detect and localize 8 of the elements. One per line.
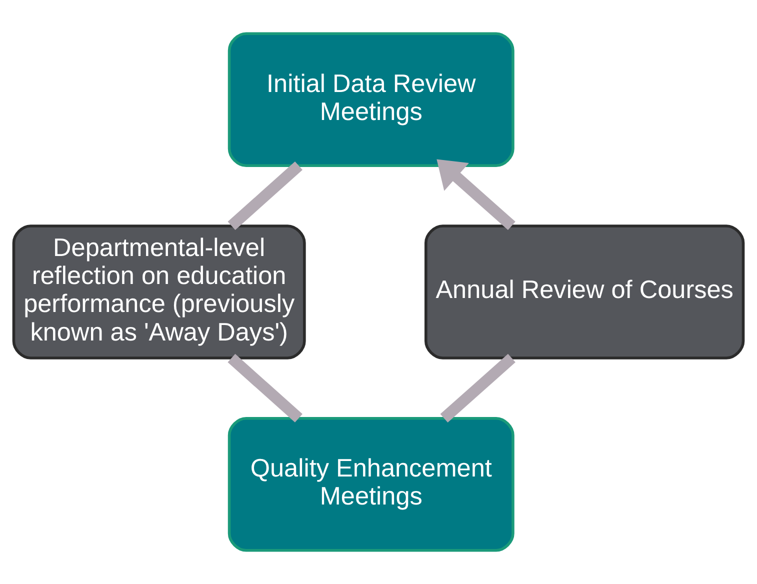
- node-box: Quality Enhancement Meetings: [228, 416, 514, 552]
- connector: [228, 162, 302, 230]
- node-box: Departmental-level reflection on education performance (previously known as 'Away Days'): [12, 224, 306, 360]
- connector: [228, 354, 302, 422]
- connector: [440, 354, 516, 422]
- node-box: Initial Data Review Meetings: [228, 32, 514, 168]
- arrow: [436, 159, 516, 230]
- node-box: Annual Review of Courses: [424, 224, 745, 360]
